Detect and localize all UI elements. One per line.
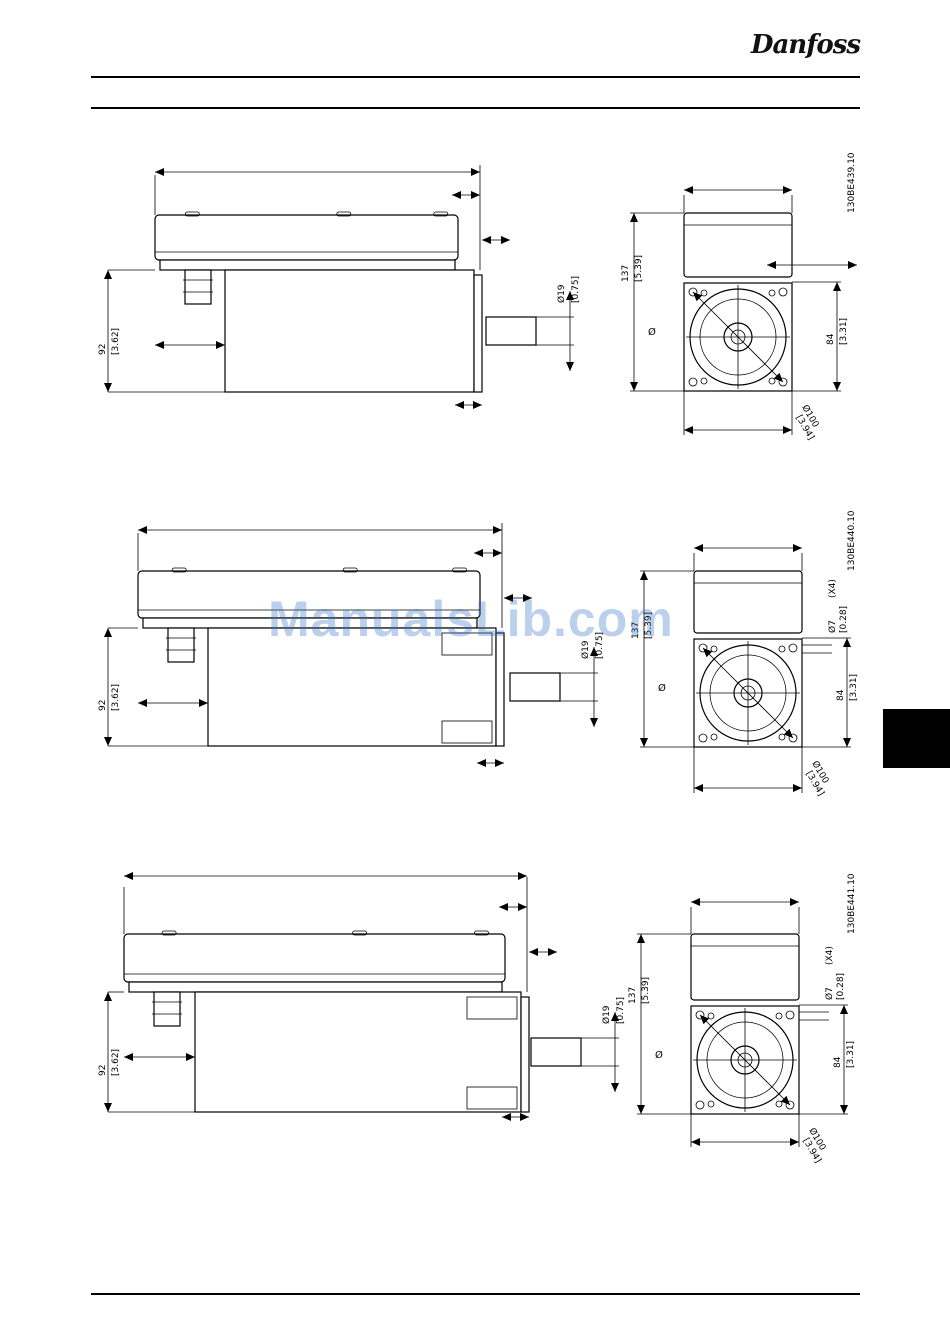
- shaft: [510, 673, 560, 701]
- reference-code: 130BE440.10: [847, 510, 857, 571]
- hole-count-label: (X4): [825, 946, 835, 965]
- height-in-label: [3.62]: [111, 684, 121, 711]
- watermark: ManualsLib.com: [268, 590, 674, 648]
- drawing-3: 92[3.62]Ø19[0.75]137[5.39]Ø84[3.31]Ø100[…: [98, 873, 857, 1165]
- hole-in-label: [0.28]: [836, 973, 846, 1000]
- shaft-mm-label: Ø19: [556, 284, 567, 303]
- height-mm-label: 92: [98, 1065, 108, 1076]
- electronics-housing: [124, 934, 505, 982]
- housing-base: [160, 260, 455, 270]
- flange-plate: [474, 275, 482, 392]
- pcd-in-label: [3.31]: [839, 318, 849, 345]
- front-view: 137[5.39]Ø84[3.31]Ø100[3.94]Ø7[0.28](X4)…: [631, 510, 859, 798]
- front-housing: [684, 213, 792, 277]
- hole-in-label: [0.28]: [839, 606, 849, 633]
- front-view: 137[5.39]Ø84[3.31]Ø100[3.94]Ø7[0.28](X4)…: [628, 873, 857, 1165]
- height-in-label: [3.62]: [111, 1049, 121, 1076]
- side-view: 92[3.62] Ø19 [0.75]: [98, 876, 626, 1117]
- motor-body: [225, 270, 474, 392]
- front-height-mm-label: 137: [628, 987, 638, 1004]
- drawing-2: 92[3.62]Ø19[0.75]137[5.39]Ø84[3.31]Ø100[…: [98, 510, 859, 798]
- front-view: 137[5.39]Ø84[3.31]Ø100[3.94]130BE439.10: [621, 152, 857, 442]
- hole-mm-label: Ø7: [824, 987, 835, 1000]
- shaft-in-label: [0.75]: [571, 276, 581, 303]
- pcd-in-label: [3.31]: [846, 1041, 856, 1068]
- hole-mm-label: Ø7: [827, 620, 838, 633]
- housing-base: [129, 982, 502, 992]
- height-mm-label: 92: [98, 700, 108, 711]
- front-height-mm-label: 137: [621, 265, 631, 282]
- reference-code: 130BE439.10: [847, 152, 857, 213]
- diameter-symbol: Ø: [648, 326, 656, 338]
- motor-body: [195, 992, 521, 1112]
- front-housing: [691, 934, 799, 1000]
- drawing-1: 92[3.62]Ø19[0.75]137[5.39]Ø84[3.31]Ø100[…: [98, 152, 857, 442]
- flange-plate: [496, 633, 504, 746]
- pcd-mm-label: 84: [826, 333, 836, 345]
- front-height-in-label: [5.39]: [641, 977, 651, 1004]
- pcd-mm-label: 84: [836, 689, 846, 701]
- shaft: [531, 1038, 581, 1066]
- shaft-in-label: [0.75]: [616, 997, 626, 1024]
- front-housing: [694, 571, 802, 633]
- hole-count-label: (X4): [828, 579, 838, 598]
- connector: [185, 270, 211, 304]
- front-height-in-label: [5.39]: [634, 255, 644, 282]
- diameter-symbol: Ø: [655, 1049, 663, 1061]
- pcd-mm-label: 84: [833, 1056, 843, 1068]
- reference-code: 130BE441.10: [847, 873, 857, 934]
- electronics-housing: [155, 215, 458, 260]
- connector: [168, 628, 194, 662]
- diameter-symbol: Ø: [658, 682, 666, 694]
- height-mm-label: 92: [98, 344, 108, 355]
- pcd-in-label: [3.31]: [849, 674, 859, 701]
- side-view: 92[3.62] Ø19 [0.75]: [98, 165, 581, 405]
- connector: [154, 992, 180, 1026]
- flange-plate: [521, 997, 529, 1112]
- shaft-mm-label: Ø19: [601, 1005, 612, 1024]
- height-in-label: [3.62]: [111, 328, 121, 355]
- shaft: [486, 317, 536, 345]
